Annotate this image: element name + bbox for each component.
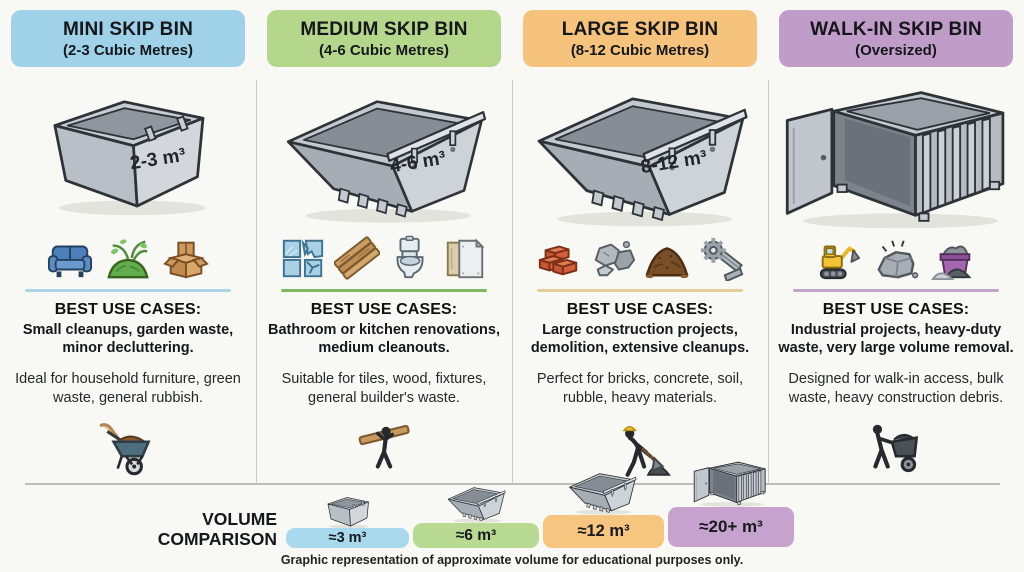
best-use-text: Bathroom or kitchen renovations, medium … [267,322,501,356]
column-header: MEDIUM SKIP BIN (4-6 Cubic Metres) [267,10,501,67]
skip-bin-drawing [521,75,759,231]
volume-value: ≈3 m³ [328,530,367,546]
toilet-icon [388,235,434,281]
column-separator [768,80,769,483]
mini-skip-bin-icon [437,481,515,524]
wheelbarrow-icon [95,421,161,479]
cardboard-boxes-icon [163,235,209,281]
column-title: MEDIUM SKIP BIN [300,18,468,40]
mini-walkin-bin-icon [680,456,780,508]
carrying-plank-icon [351,421,417,479]
volume-comparison-label: VOLUME COMPARISON [157,509,277,549]
excavator-icon [815,235,861,281]
section-separator [25,483,1000,485]
column-subtitle: (2-3 Cubic Metres) [62,41,194,59]
column-subtitle: (Oversized) [855,41,937,59]
volume-bin-icon [320,494,376,529]
waste-icons-row [536,229,744,281]
skip-bin-illustration: 8-12 m³ [512,79,768,227]
volume-pill: ≈20+ m³ [668,507,794,547]
scrap-metal-icon [698,235,744,281]
skip-bin-column: WALK-IN SKIP BIN (Oversized) BEST USE CA… [768,0,1024,572]
bricks-icon [536,235,582,281]
mini-box-bin-icon [320,494,376,529]
column-accent-divider [793,289,999,292]
column-accent-divider [537,289,743,292]
mini-skip-bin-icon [556,466,648,516]
best-use-text: Industrial projects, heavy-duty waste, v… [778,322,1014,356]
worker-icon-wrap [256,421,512,479]
waste-icons-row [280,229,488,281]
sofa-icon [47,235,93,281]
pushing-cart-icon [863,421,929,479]
volume-pill: ≈3 m³ [286,528,409,548]
best-use-heading: BEST USE CASES: [566,301,714,318]
skip-bin-illustration [768,79,1024,227]
volume-value: ≈20+ m³ [699,517,763,536]
volume-bin-icon [437,481,515,524]
description-text: Suitable for tiles, wood, fixtures, gene… [281,371,487,406]
skip-bin-drawing [775,74,1017,232]
column-separator [256,80,257,483]
soil-icon [644,235,690,281]
column-title: WALK-IN SKIP BIN [810,18,982,40]
garden-waste-icon [105,235,151,281]
skip-bin-column: MINI SKIP BIN (2-3 Cubic Metres) 2-3 m³ … [0,0,256,572]
best-use-text: Small cleanups, garden waste, minor decl… [22,322,234,356]
volume-value: ≈12 m³ [577,522,630,540]
description-text: Perfect for bricks, concrete, soil, rubb… [536,371,744,406]
skip-bin-column: MEDIUM SKIP BIN (4-6 Cubic Metres) 4-6 m… [256,0,512,572]
description-text: Ideal for household furniture, green was… [15,371,241,406]
column-accent-divider [25,289,231,292]
volume-bin-icon [556,466,648,516]
worker-icon-wrap [0,421,256,479]
volume-pill: ≈6 m³ [413,523,539,548]
volume-pill: ≈12 m³ [543,515,664,548]
skip-bin-illustration: 4-6 m³ [256,79,512,227]
column-title: LARGE SKIP BIN [561,18,719,40]
best-use-heading: BEST USE CASES: [822,301,970,318]
best-use-heading: BEST USE CASES: [54,301,202,318]
volume-bin-icon [680,456,780,508]
column-separator [512,80,513,483]
waste-icons-row [815,229,977,281]
waste-icons-row [47,229,209,281]
plasterboard-icon [442,235,488,281]
best-use-heading: BEST USE CASES: [310,301,458,318]
column-title: MINI SKIP BIN [63,18,193,40]
column-header: MINI SKIP BIN (2-3 Cubic Metres) [11,10,245,67]
rubble-bin-icon [931,235,977,281]
worker-icon-wrap [768,421,1024,479]
column-subtitle: (8-12 Cubic Metres) [570,41,710,59]
best-use-text: Large construction projects, demolition,… [530,322,750,356]
skip-bin-drawing [272,79,496,227]
heavy-rock-icon [873,235,919,281]
concrete-rubble-icon [590,235,636,281]
broken-tiles-icon [280,235,326,281]
disclaimer-text: Graphic representation of approximate vo… [280,553,744,567]
column-subtitle: (4-6 Cubic Metres) [318,41,450,59]
skip-bin-column: LARGE SKIP BIN (8-12 Cubic Metres) 8-12 … [512,0,768,572]
description-text: Designed for walk-in access, bulk waste,… [788,371,1004,406]
volume-value: ≈6 m³ [455,526,497,544]
skip-bin-illustration: 2-3 m³ [0,79,256,227]
column-header: LARGE SKIP BIN (8-12 Cubic Metres) [523,10,757,67]
column-accent-divider [281,289,487,292]
column-header: WALK-IN SKIP BIN (Oversized) [779,10,1013,67]
wood-planks-icon [334,235,380,281]
